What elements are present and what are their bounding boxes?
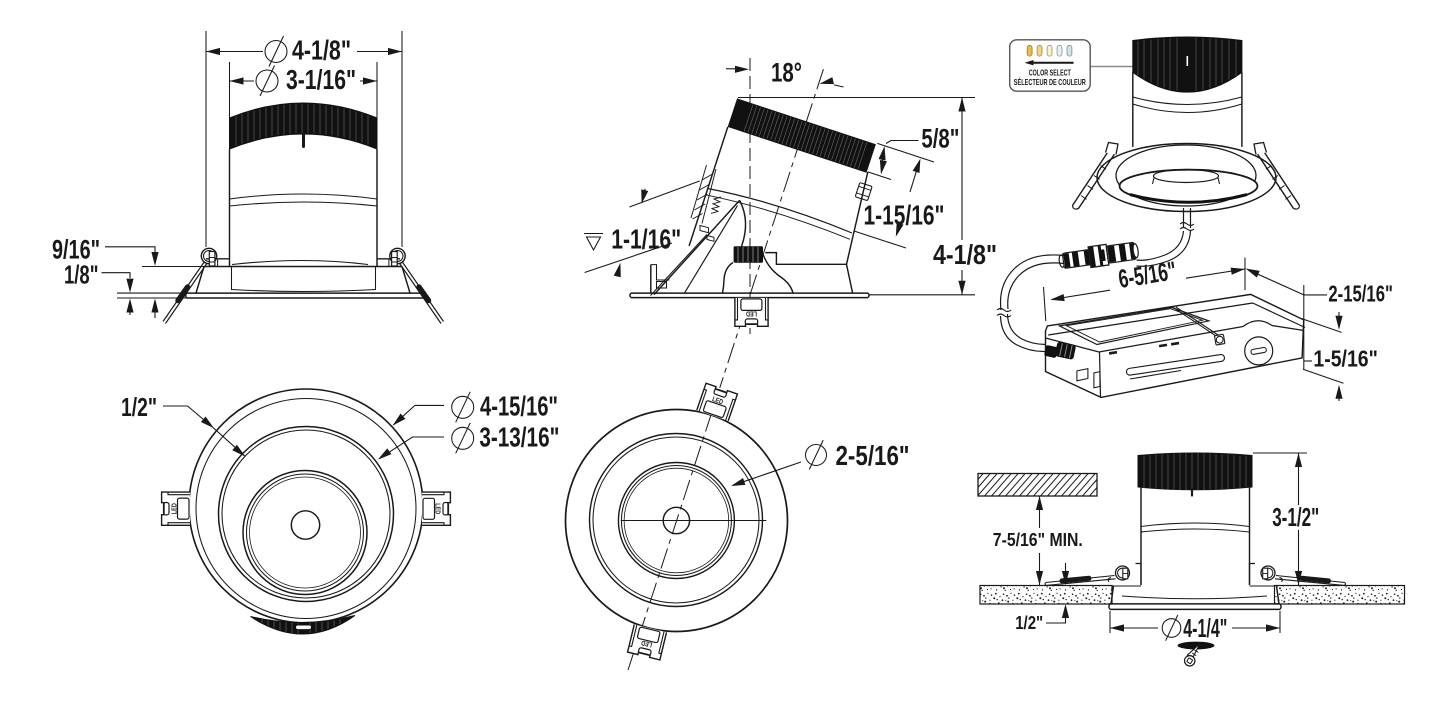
svg-text:7-5/16" MIN.: 7-5/16" MIN. bbox=[993, 529, 1083, 550]
svg-text:5/8": 5/8" bbox=[921, 124, 959, 154]
svg-text:18°: 18° bbox=[771, 58, 802, 88]
svg-text:1-1/16": 1-1/16" bbox=[611, 224, 681, 255]
svg-text:1-15/16": 1-15/16" bbox=[864, 200, 945, 231]
svg-text:4-1/4": 4-1/4" bbox=[1183, 615, 1227, 643]
svg-text:1/2": 1/2" bbox=[121, 392, 157, 422]
svg-text:COLOR SELECT: COLOR SELECT bbox=[1029, 68, 1072, 78]
svg-text:4-1/8": 4-1/8" bbox=[292, 35, 351, 66]
svg-text:4-15/16": 4-15/16" bbox=[480, 390, 558, 421]
svg-text:4-1/8": 4-1/8" bbox=[933, 239, 997, 270]
svg-text:1/8": 1/8" bbox=[64, 260, 99, 290]
svg-text:3-1/16": 3-1/16" bbox=[286, 64, 356, 95]
svg-text:2-5/16": 2-5/16" bbox=[836, 440, 910, 471]
svg-text:1/2": 1/2" bbox=[1015, 612, 1043, 633]
svg-text:SÉLECTEUR DE COULEUR: SÉLECTEUR DE COULEUR bbox=[1014, 76, 1086, 87]
svg-text:3-13/16": 3-13/16" bbox=[479, 421, 559, 452]
svg-text:2-15/16": 2-15/16" bbox=[1328, 281, 1393, 307]
svg-text:9/16": 9/16" bbox=[52, 235, 100, 265]
svg-text:1-5/16": 1-5/16" bbox=[1313, 346, 1378, 372]
svg-text:3-1/2": 3-1/2" bbox=[1272, 504, 1319, 532]
